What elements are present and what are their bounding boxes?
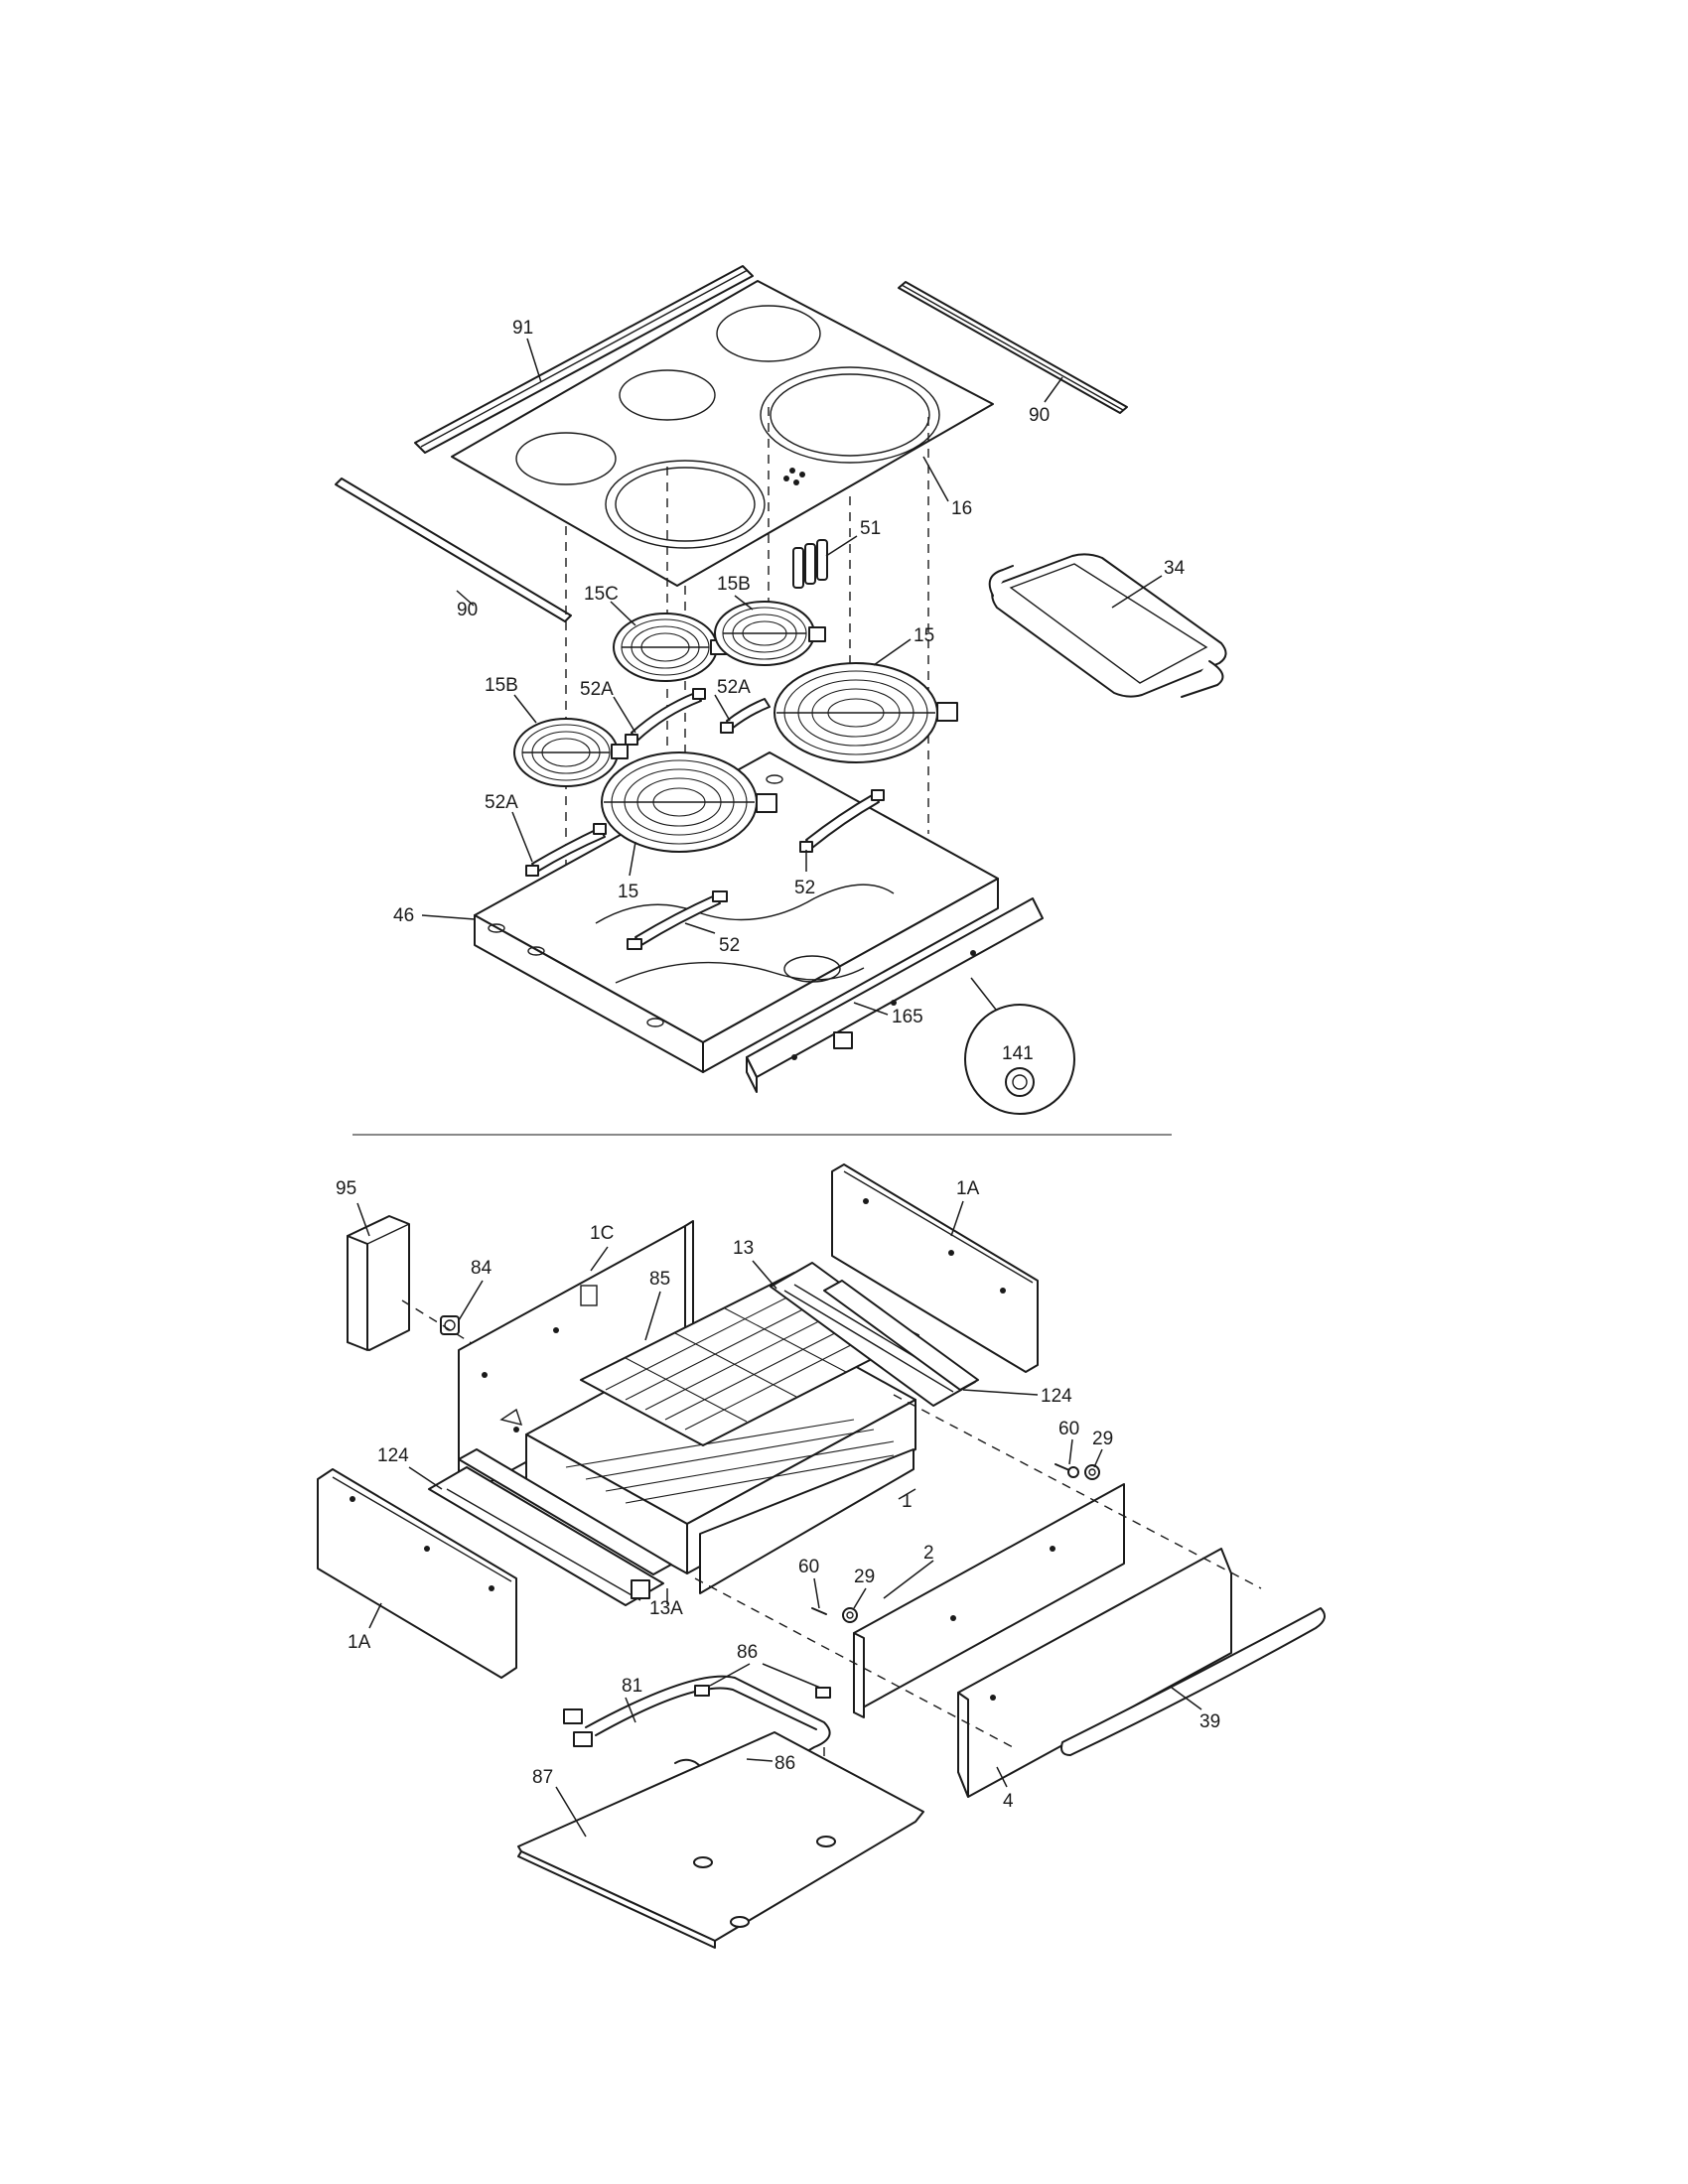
- drawer-front-frame-2: [853, 1483, 1125, 1718]
- side-trim-90-right: [898, 281, 1128, 414]
- clip-86-right: [815, 1687, 831, 1699]
- callout-90-left: 90: [457, 600, 478, 620]
- element-15-right: [774, 662, 958, 763]
- nut-29-upper: [1084, 1464, 1100, 1480]
- side-panel-1A-right: [831, 1163, 1039, 1373]
- slide-rail-124-left: [428, 1466, 664, 1606]
- strap-52A-upper-right: [720, 698, 771, 734]
- callout-81: 81: [622, 1676, 642, 1697]
- callout-52A-lower: 52A: [485, 792, 518, 813]
- callout-52-center: 52: [719, 935, 740, 956]
- clip-86-left: [694, 1685, 710, 1697]
- callout-15C: 15C: [584, 584, 619, 605]
- drawer-front-panel-4: [957, 1548, 1232, 1798]
- element-15B-rear: [714, 601, 826, 666]
- callout-29-upper: 29: [1092, 1429, 1113, 1449]
- infinite-switches-51: [792, 539, 828, 589]
- callout-91: 91: [512, 318, 533, 339]
- callout-15-front: 15: [618, 882, 638, 902]
- callout-90-right: 90: [1029, 405, 1050, 426]
- leaders-drawer: [356, 1200, 1202, 1838]
- drawer-handle-39: [1060, 1607, 1326, 1756]
- strap-52A-lower: [525, 823, 607, 877]
- callout-34: 34: [1164, 558, 1186, 579]
- callout-52A-upper-right: 52A: [717, 677, 751, 698]
- element-15B-front: [513, 718, 629, 787]
- callout-87: 87: [532, 1767, 553, 1788]
- callout-2: 2: [923, 1543, 934, 1564]
- strap-52-center: [627, 890, 728, 950]
- side-trim-90-left: [335, 478, 572, 622]
- callout-1: 1: [902, 1491, 913, 1512]
- burner-box-46: [474, 751, 999, 1073]
- callout-141: 141: [1002, 1043, 1034, 1064]
- callout-84: 84: [471, 1258, 492, 1279]
- callout-13: 13: [733, 1238, 754, 1259]
- bottom-panel-87: [517, 1731, 924, 1949]
- warmer-drawer-assembly: 95 84 1C 85 13 1A 124 60 29 124 1 2 60 2…: [317, 1163, 1326, 1949]
- callouts-drawer: 95 84 1C 85 13 1A 124 60 29 124 1 2 60 2…: [336, 1178, 1220, 1812]
- callout-52A-upper-left: 52A: [580, 679, 614, 700]
- callout-39: 39: [1199, 1711, 1220, 1732]
- callout-124-right: 124: [1041, 1386, 1072, 1407]
- strap-52-right: [799, 789, 885, 853]
- glass-cooktop-16: [451, 280, 994, 587]
- callout-51: 51: [860, 518, 881, 539]
- callout-4: 4: [1003, 1791, 1014, 1812]
- rear-trim-91: [414, 265, 754, 454]
- strap-52A-upper-left: [625, 688, 706, 746]
- bracket-165: [746, 897, 1044, 1093]
- screw-60-lower: [811, 1607, 827, 1615]
- screw-60-upper: [1055, 1463, 1079, 1478]
- callouts-cooktop: 91 90 16 90 51 34 15C 15B 15 15B 52A 52A…: [393, 318, 1186, 1064]
- cooktop-assembly: 91 90 16 90 51 34 15C 15B 15 15B 52A 52A…: [335, 265, 1227, 1115]
- callout-124-left: 124: [377, 1445, 409, 1466]
- callout-165: 165: [892, 1007, 923, 1027]
- leaders-cooktop: [421, 338, 1163, 1016]
- callout-1A-left: 1A: [348, 1632, 371, 1653]
- callout-85: 85: [649, 1269, 670, 1290]
- callout-52-right: 52: [794, 878, 815, 898]
- callout-15-right: 15: [914, 625, 934, 646]
- alignment-84: [401, 1299, 476, 1346]
- callout-86-center: 86: [774, 1753, 795, 1774]
- nut-29-lower: [842, 1607, 858, 1623]
- detail-circle-141: [964, 977, 1075, 1115]
- side-panel-1A-left: [317, 1468, 517, 1679]
- slide-rail-124-right: [823, 1280, 979, 1391]
- callout-60-lower: 60: [798, 1557, 819, 1577]
- callout-1A-right: 1A: [956, 1178, 980, 1199]
- callout-95: 95: [336, 1178, 356, 1199]
- callout-86-upper: 86: [737, 1642, 758, 1663]
- element-15-front: [601, 751, 777, 853]
- callout-15B-rear: 15B: [717, 574, 751, 595]
- callout-15B-front: 15B: [485, 675, 518, 696]
- callout-1C: 1C: [590, 1223, 614, 1244]
- slide-13A: [458, 1448, 672, 1599]
- callout-46: 46: [393, 905, 414, 926]
- griddle-34: [988, 553, 1227, 698]
- callout-16: 16: [951, 498, 972, 519]
- element-15C: [613, 613, 728, 682]
- callout-13A: 13A: [649, 1598, 683, 1619]
- callout-29-lower: 29: [854, 1567, 875, 1587]
- callout-60-upper: 60: [1058, 1419, 1079, 1439]
- bracket-95: [347, 1215, 410, 1351]
